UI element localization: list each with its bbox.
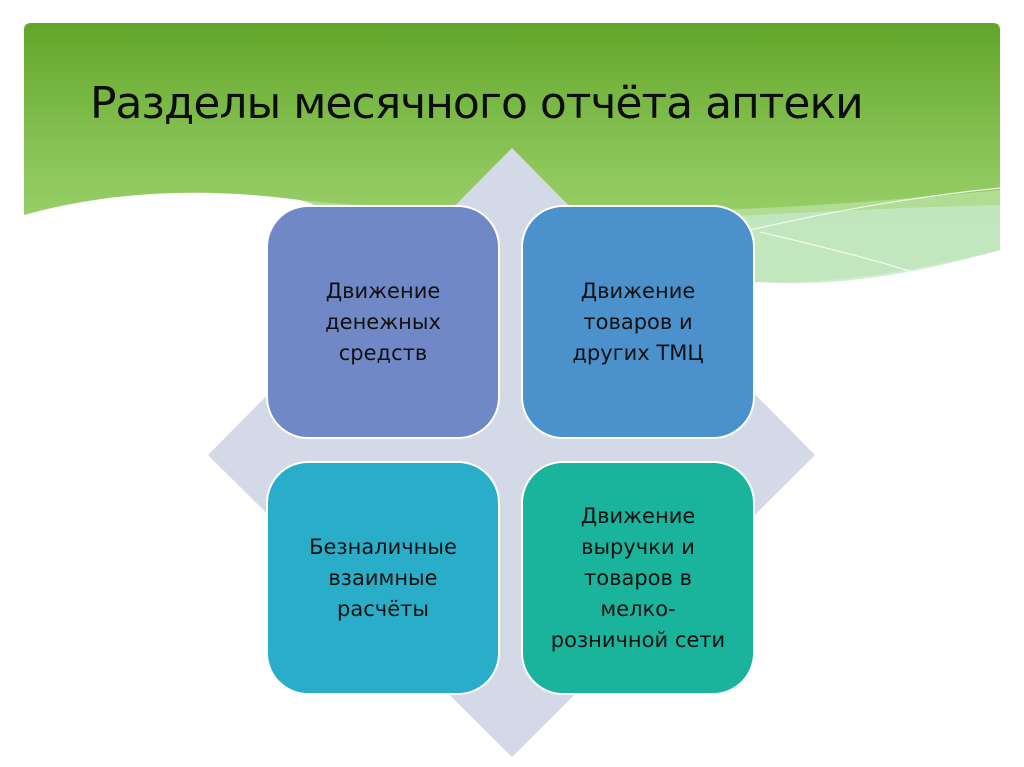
section-label: Движение денежных средств [325, 278, 441, 365]
section-label: Движение выручки и товаров в мелко- розн… [550, 503, 726, 652]
section-box-retail-network: Движение выручки и товаров в мелко- розн… [521, 461, 755, 695]
section-box-cash-flow: Движение денежных средств [266, 205, 500, 439]
section-label: Безналичные взаимные расчёты [309, 534, 457, 621]
section-label: Движение товаров и других ТМЦ [572, 278, 704, 365]
section-box-cashless-settlements: Безналичные взаимные расчёты [266, 461, 500, 695]
slide-title: Разделы месячного отчёта аптеки [90, 78, 864, 129]
section-box-goods-flow: Движение товаров и других ТМЦ [521, 205, 755, 439]
